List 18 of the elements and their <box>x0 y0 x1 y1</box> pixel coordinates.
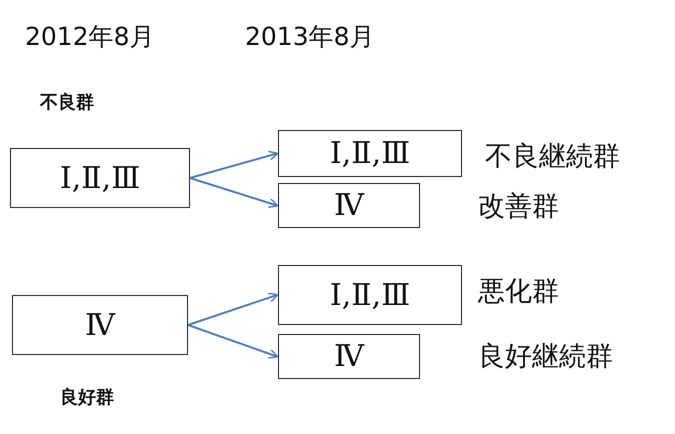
year-label: 2012年8月 <box>25 21 155 53</box>
stage-box: Ⅰ,Ⅱ,Ⅲ <box>278 130 462 177</box>
arrow <box>190 150 279 179</box>
group-heading: 良好群 <box>60 386 114 409</box>
arrow <box>188 292 279 326</box>
group-label: 不良継続群 <box>485 140 620 174</box>
arrow <box>188 324 279 359</box>
stage-box: Ⅳ <box>278 334 420 379</box>
stage-box: Ⅰ,Ⅱ,Ⅲ <box>278 265 462 325</box>
stage-box: Ⅳ <box>278 183 420 228</box>
arrow <box>190 177 279 208</box>
year-label: 2013年8月 <box>245 21 375 53</box>
group-label: 良好継続群 <box>478 340 613 374</box>
group-label: 改善群 <box>478 190 559 224</box>
stage-box: Ⅳ <box>12 295 188 355</box>
group-label: 悪化群 <box>478 275 559 309</box>
stage-box: Ⅰ,Ⅱ,Ⅲ <box>10 148 190 208</box>
group-heading: 不良群 <box>40 91 94 114</box>
